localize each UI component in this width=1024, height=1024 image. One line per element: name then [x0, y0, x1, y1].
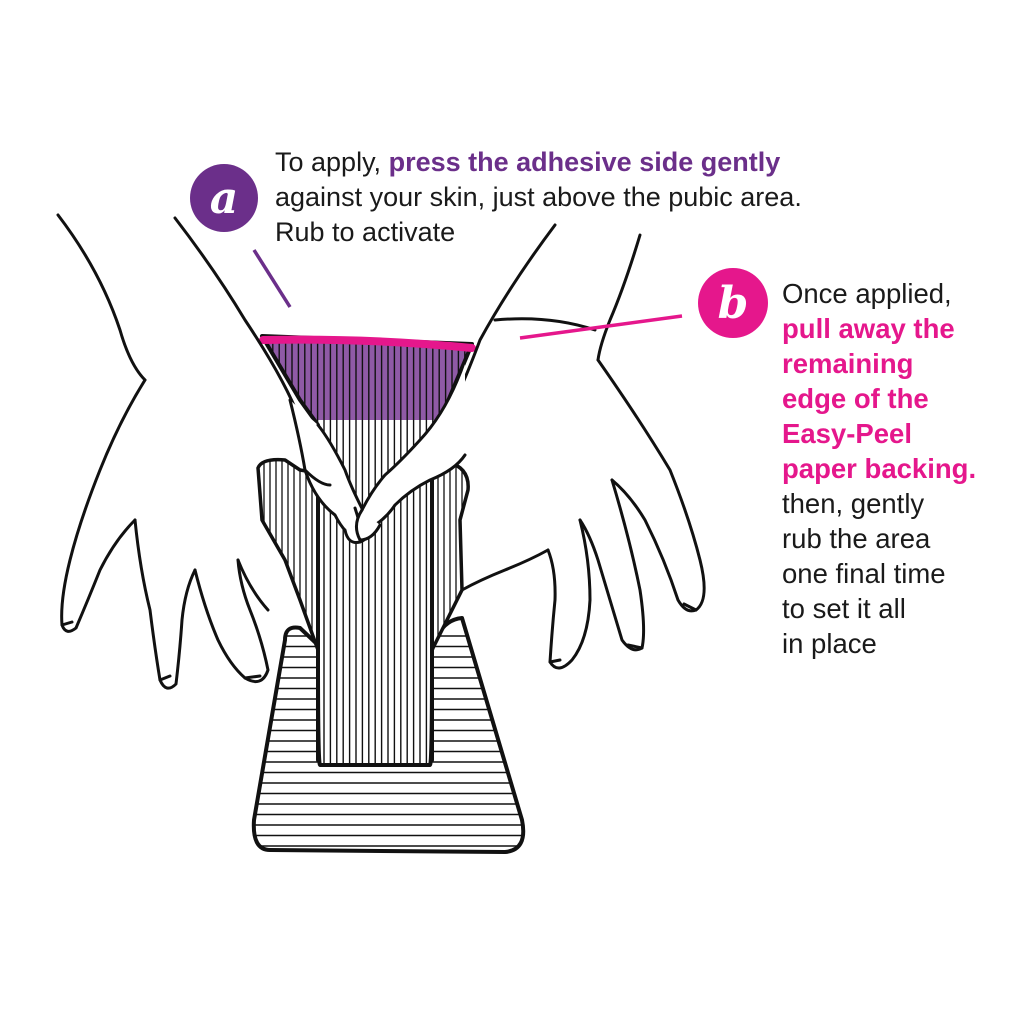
step-b-letter: b: [717, 277, 749, 329]
step-a-line3: Rub to activate: [275, 217, 456, 247]
step-b-body-1: then, gently: [782, 488, 925, 519]
step-b-line1: Once applied,: [782, 278, 952, 309]
step-b-highlight-1: pull away the: [782, 313, 955, 344]
adhesive-edge: [259, 335, 476, 352]
leader-line-a: [252, 249, 292, 308]
right-hand: [355, 223, 706, 670]
step-b-highlight-3: edge of the: [782, 383, 929, 414]
step-b-badge: b: [698, 268, 768, 338]
step-a-highlight: press the adhesive side gently: [388, 147, 781, 177]
step-b-highlight-5: paper backing.: [782, 453, 977, 484]
leader-line-b: [519, 314, 683, 340]
step-a-line2: against your skin, just above the pubic …: [275, 182, 802, 212]
step-a-badge: a: [190, 164, 258, 232]
step-b-highlight-4: Easy-Peel: [782, 418, 912, 449]
left-hand: [56, 213, 371, 690]
step-a-letter: a: [209, 172, 239, 224]
step-b-body-5: in place: [782, 628, 877, 659]
step-b-body-3: one final time: [782, 558, 946, 589]
step-b-body-4: to set it all: [782, 593, 906, 624]
step-b-body-2: rub the area: [782, 523, 931, 554]
step-b-highlight-2: remaining: [782, 348, 914, 379]
step-a-instructions: To apply, press the adhesive side gently…: [275, 145, 965, 250]
step-a-prefix: To apply,: [275, 147, 389, 177]
step-b-instructions: Once applied, pull away the remaining ed…: [782, 276, 1022, 661]
